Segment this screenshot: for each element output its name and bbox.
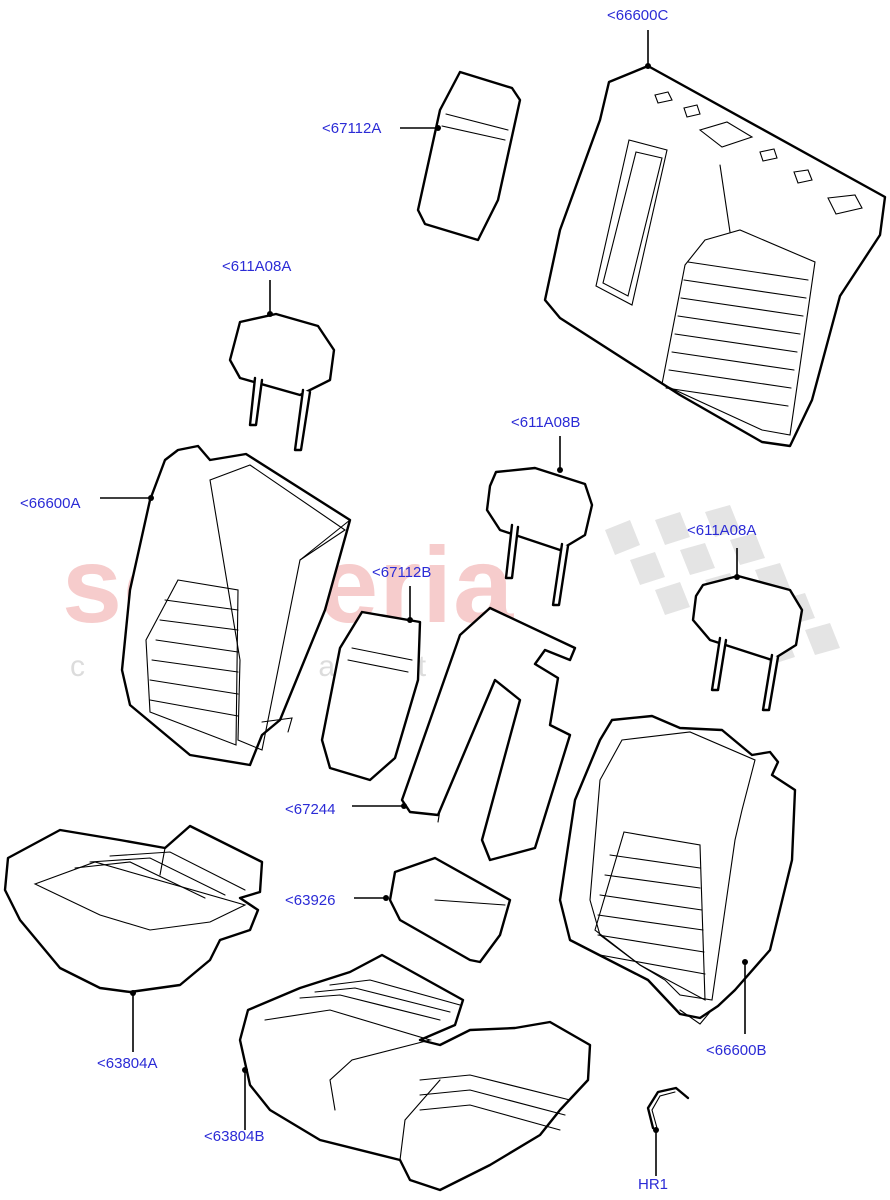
armrest-cushion-63926[interactable] (388, 856, 512, 964)
armrest-67112A[interactable] (416, 70, 522, 242)
hook-ring-HR1[interactable] (646, 1086, 690, 1130)
callout-66600B[interactable]: <66600B (706, 1042, 767, 1059)
backrest-panel-66600C[interactable] (543, 64, 887, 448)
seat-cushion-63804B[interactable] (238, 953, 592, 1192)
callout-67112A[interactable]: <67112A (322, 120, 382, 137)
callout-66600A[interactable]: <66600A (20, 495, 81, 512)
backrest-66600A[interactable] (120, 444, 352, 767)
callout-63926[interactable]: <63926 (285, 892, 336, 909)
callout-66600C[interactable]: <66600C (607, 7, 669, 24)
callout-67112B[interactable]: <67112B (372, 564, 432, 581)
callout-611A08B[interactable]: <611A08B (511, 414, 581, 431)
trim-panel-67244[interactable] (400, 606, 577, 862)
callout-63804B[interactable]: <63804B (204, 1128, 265, 1145)
seat-cushion-63804A[interactable] (3, 824, 264, 994)
callout-611A08A-right[interactable]: <611A08A (687, 522, 757, 539)
callout-611A08A-left[interactable]: <611A08A (222, 258, 292, 275)
headrest-611A08B[interactable] (485, 466, 594, 607)
headrest-611A08A-left[interactable] (228, 312, 336, 452)
armrest-67112B[interactable] (320, 610, 422, 782)
callout-63804A[interactable]: <63804A (97, 1055, 158, 1072)
callout-67244[interactable]: <67244 (285, 801, 336, 818)
backrest-66600B[interactable] (558, 714, 797, 1025)
callout-HR1[interactable]: HR1 (638, 1176, 669, 1193)
headrest-611A08A-right[interactable] (691, 574, 804, 712)
